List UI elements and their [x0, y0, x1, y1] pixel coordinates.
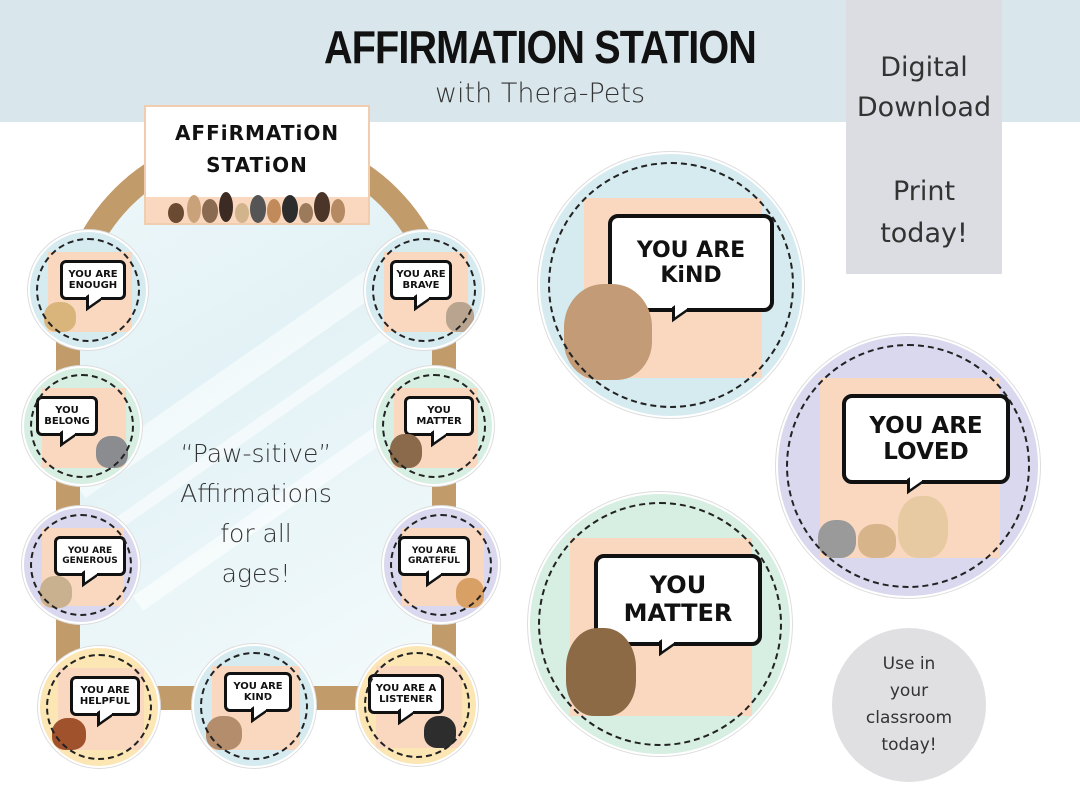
- download-line-2: Download: [856, 92, 992, 123]
- page-subtitle: with Thera-Pets: [434, 78, 646, 109]
- download-line-4: today!: [880, 218, 968, 249]
- affirmation-station-sign: AFFiRMATiON STATiON: [144, 105, 370, 225]
- use-line-2: your: [889, 681, 929, 701]
- pawsitive-line-1: “Paw-sitive”: [180, 439, 332, 468]
- sign-line-1: AFFiRMATiON: [174, 121, 340, 145]
- download-line-3: Print: [892, 176, 956, 207]
- sign-line-2: STATiON: [206, 153, 308, 177]
- use-in-classroom-badge: Use in your classroom today!: [832, 628, 986, 782]
- pawsitive-line-4: ages!: [221, 559, 291, 588]
- use-line-3: classroom: [865, 708, 953, 728]
- pets-row-image: [168, 192, 345, 223]
- pawsitive-line-3: for all: [220, 519, 292, 548]
- pawsitive-text: “Paw-sitive” Affirmations for all ages!: [168, 434, 344, 594]
- pawsitive-line-2: Affirmations: [180, 479, 332, 508]
- use-line-1: Use in: [882, 654, 936, 674]
- download-panel: Digital Download Print today!: [846, 0, 1002, 274]
- page-title: AFFIRMATION STATION: [324, 21, 757, 73]
- use-line-4: today!: [881, 735, 937, 755]
- download-line-1: Digital: [880, 52, 968, 83]
